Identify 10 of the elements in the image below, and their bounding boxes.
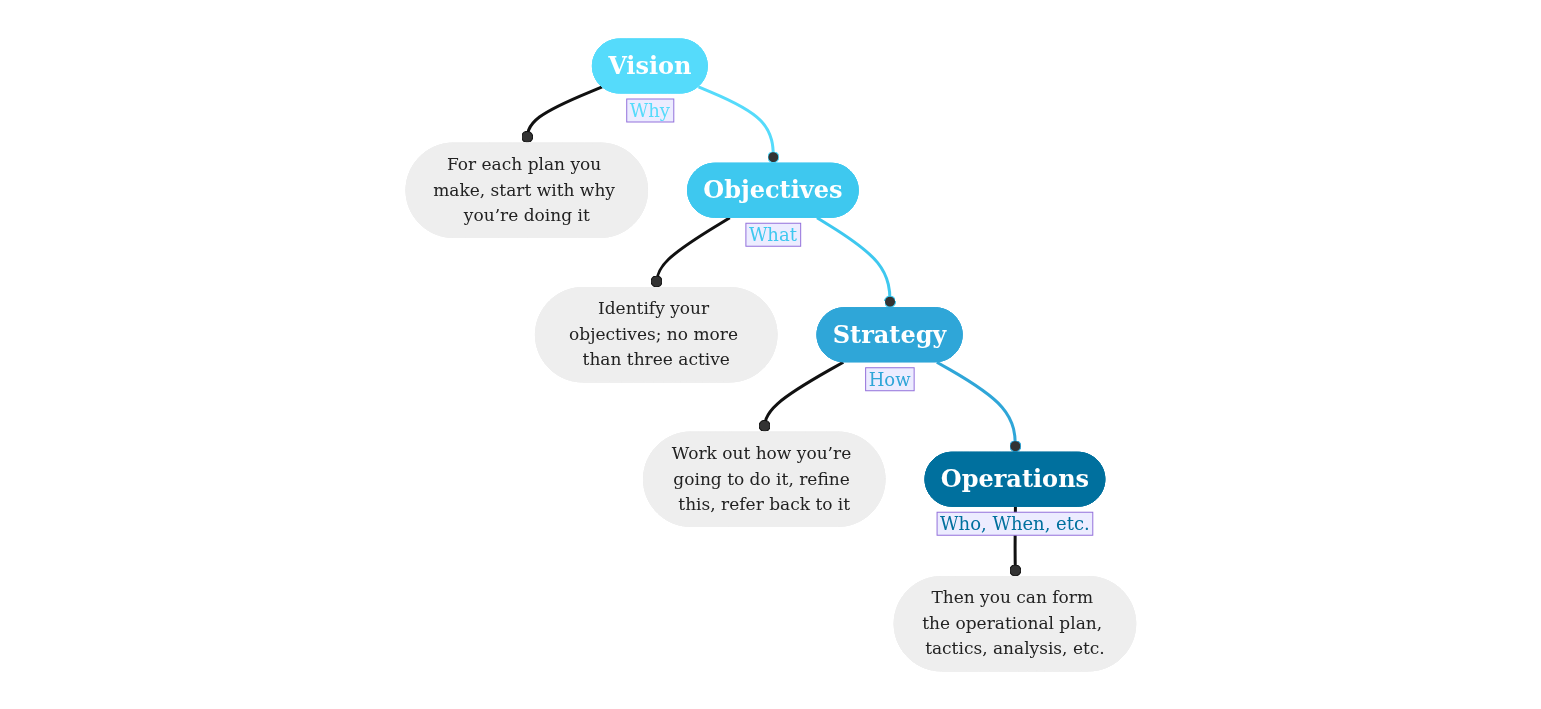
node-caption: Why [629,99,670,121]
connector [758,360,844,433]
node-caption: Who, When, etc. [939,512,1090,534]
connector [520,84,603,144]
node-caption: What [748,223,797,245]
connector [650,215,731,288]
node-caption: How [868,368,911,390]
connector [935,360,1022,453]
connector [815,215,896,308]
connector [697,84,779,164]
